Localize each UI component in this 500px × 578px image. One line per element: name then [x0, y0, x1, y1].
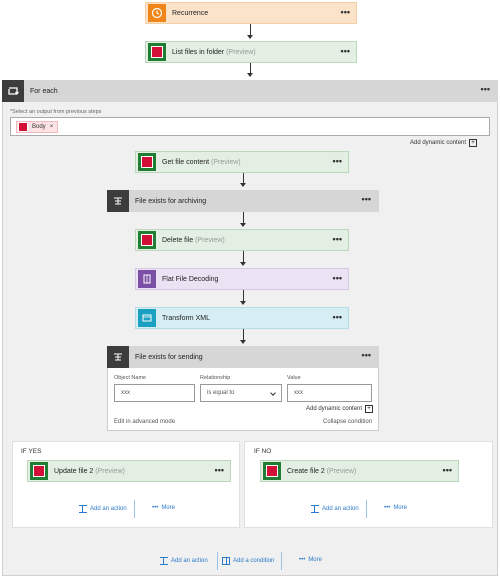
sending-condition-header[interactable]: File exists for sending •••	[107, 346, 379, 368]
foreach-title: For each	[30, 87, 58, 95]
sharepoint-icon	[138, 231, 156, 249]
select-output-field[interactable]: Body ×	[10, 117, 490, 136]
update-file-step[interactable]: Update file 2 (Preview) •••	[27, 460, 231, 482]
add-action-label: Add an action	[90, 506, 127, 512]
add-condition-icon	[222, 557, 230, 565]
body-token-label: Body	[32, 124, 46, 130]
collapse-condition-link[interactable]: Collapse condition	[323, 419, 373, 425]
more-label: More	[161, 505, 175, 511]
preview-tag: (Preview)	[211, 158, 241, 166]
if-no-add-action-button[interactable]: Add an action	[311, 505, 359, 513]
if-no-more-button[interactable]: ••• More	[384, 505, 407, 511]
get-file-label: Get file content	[162, 158, 210, 166]
add-dynamic-label: Add dynamic content	[410, 140, 467, 146]
body-token[interactable]: Body ×	[16, 121, 59, 133]
delete-file-menu-button[interactable]: •••	[332, 234, 342, 244]
plus-icon: +	[469, 139, 478, 147]
preview-tag: (Preview)	[195, 236, 225, 244]
archiving-title: File exists for archiving	[135, 197, 207, 205]
add-condition-label: Add a condition	[233, 558, 275, 564]
clock-icon	[148, 4, 166, 22]
archiving-condition-header[interactable]: File exists for archiving •••	[107, 190, 379, 212]
foreach-menu-button[interactable]: •••	[480, 84, 490, 94]
transform-menu-button[interactable]: •••	[332, 312, 342, 322]
add-action-icon	[160, 557, 168, 565]
get-file-content-step[interactable]: Get file content (Preview) •••	[135, 151, 349, 173]
add-dynamic-label: Add dynamic content	[306, 406, 363, 412]
delete-file-label: Delete file	[162, 236, 194, 244]
add-dynamic-content-link[interactable]: Add dynamic content +	[410, 139, 478, 147]
recurrence-label: Recurrence	[172, 9, 209, 17]
relationship-label: Relationship	[200, 375, 231, 381]
recurrence-step[interactable]: Recurrence •••	[145, 2, 357, 24]
add-action-label: Add an action	[322, 506, 359, 512]
if-yes-label: IF YES	[21, 448, 42, 455]
list-files-menu-button[interactable]: •••	[340, 46, 350, 56]
edit-advanced-mode-link[interactable]: Edit in advanced mode	[114, 419, 176, 425]
get-file-menu-button[interactable]: •••	[332, 156, 342, 166]
bottom-more-button[interactable]: ••• More	[299, 557, 322, 563]
relationship-value: is equal to	[207, 390, 235, 396]
foreach-header[interactable]: For each •••	[2, 80, 498, 102]
sharepoint-icon	[263, 462, 281, 480]
update-file-menu-button[interactable]: •••	[214, 465, 224, 475]
preview-tag: (Preview)	[95, 467, 125, 475]
if-yes-branch	[12, 441, 240, 528]
object-name-label: Object Name	[114, 375, 147, 381]
sending-add-dynamic-content-link[interactable]: Add dynamic content +	[306, 405, 374, 413]
bottom-add-action-button[interactable]: Add an action	[160, 557, 208, 565]
list-files-step[interactable]: List files in folder (Preview) •••	[145, 41, 357, 63]
flat-file-icon	[138, 270, 156, 288]
preview-tag: (Preview)	[226, 48, 256, 56]
more-icon: •••	[152, 505, 159, 511]
delete-file-step[interactable]: Delete file (Preview) •••	[135, 229, 349, 251]
select-output-label: *Select an output from previous steps	[10, 109, 102, 115]
archiving-menu-button[interactable]: •••	[361, 194, 371, 204]
flat-file-menu-button[interactable]: •••	[332, 273, 342, 283]
bottom-add-condition-button[interactable]: Add a condition	[222, 557, 274, 565]
if-yes-add-action-button[interactable]: Add an action	[79, 505, 127, 513]
recurrence-menu-button[interactable]: •••	[340, 7, 350, 17]
if-no-branch	[244, 441, 493, 528]
transform-label: Transform XML	[162, 314, 210, 322]
xml-transform-icon	[138, 309, 156, 327]
create-file-menu-button[interactable]: •••	[442, 465, 452, 475]
create-file-step[interactable]: Create file 2 (Preview) •••	[260, 460, 459, 482]
object-name-input[interactable]: xxx	[114, 384, 195, 402]
if-no-label: IF NO	[254, 448, 272, 455]
create-file-label: Create file 2	[287, 467, 325, 475]
add-action-icon	[79, 505, 87, 513]
more-icon: •••	[384, 505, 391, 511]
sharepoint-icon	[148, 43, 166, 61]
sending-menu-button[interactable]: •••	[361, 350, 371, 360]
transform-xml-step[interactable]: Transform XML •••	[135, 307, 349, 329]
more-label: More	[308, 557, 322, 563]
add-action-icon	[311, 505, 319, 513]
update-file-label: Update file 2	[54, 467, 94, 475]
relationship-select[interactable]: is equal to	[200, 384, 282, 402]
list-files-label: List files in folder	[172, 48, 225, 56]
chevron-down-icon	[270, 390, 276, 396]
preview-tag: (Preview)	[326, 467, 357, 475]
flat-file-label: Flat File Decoding	[162, 275, 219, 283]
if-yes-more-button[interactable]: ••• More	[152, 505, 175, 511]
remove-token-icon[interactable]: ×	[49, 124, 54, 130]
more-icon: •••	[299, 557, 306, 563]
sharepoint-icon	[18, 122, 28, 132]
add-action-label: Add an action	[171, 558, 208, 564]
plus-icon: +	[365, 405, 374, 413]
more-label: More	[393, 505, 407, 511]
value-label: Value	[287, 375, 301, 381]
loop-icon	[2, 80, 24, 102]
condition-icon	[107, 346, 129, 368]
sharepoint-icon	[138, 153, 156, 171]
sending-title: File exists for sending	[135, 353, 203, 361]
condition-icon	[107, 190, 129, 212]
flat-file-decoding-step[interactable]: Flat File Decoding •••	[135, 268, 349, 290]
value-input[interactable]: xxx	[287, 384, 372, 402]
sharepoint-icon	[30, 462, 48, 480]
